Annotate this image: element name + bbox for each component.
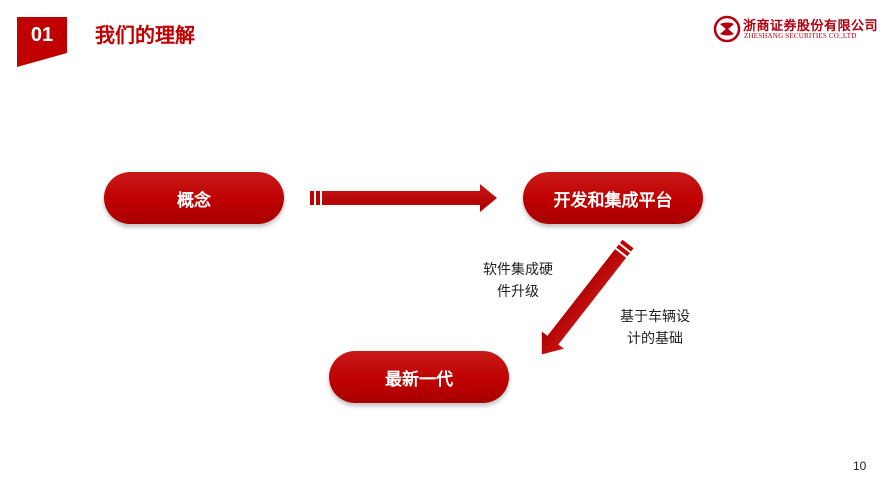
caption-line: 计的基础: [627, 331, 683, 347]
page-number: 10: [853, 459, 867, 473]
software-hardware-caption: 软件集成硬 件升级: [468, 259, 568, 303]
right-arrow: [310, 184, 497, 212]
section-number: 01: [30, 23, 54, 46]
vehicle-design-caption: 基于车辆设 计的基础: [610, 306, 700, 350]
platform-node: 开发和集成平台: [523, 172, 703, 224]
caption-line: 件升级: [497, 284, 539, 300]
section-number-badge: 01: [17, 17, 67, 67]
concept-label: 概念: [177, 190, 211, 211]
caption-line: 基于车辆设: [620, 309, 690, 325]
diagonal-arrow: [541, 239, 634, 355]
logo-company-name-en: ZHESHANG SECURITIES CO.,LTD: [744, 32, 857, 40]
logo-company-name: 浙商证券股份有限公司: [743, 19, 879, 34]
new-generation-node: 最新一代: [329, 351, 509, 403]
concept-node: 概念: [104, 172, 284, 224]
zheshang-logo-icon: [713, 15, 741, 43]
caption-line: 软件集成硬: [483, 262, 553, 278]
platform-label: 开发和集成平台: [553, 190, 673, 211]
new-generation-label: 最新一代: [385, 369, 453, 390]
company-logo: 浙商证券股份有限公司 ZHESHANG SECURITIES CO.,LTD: [713, 14, 878, 46]
page-title: 我们的理解: [95, 23, 195, 47]
